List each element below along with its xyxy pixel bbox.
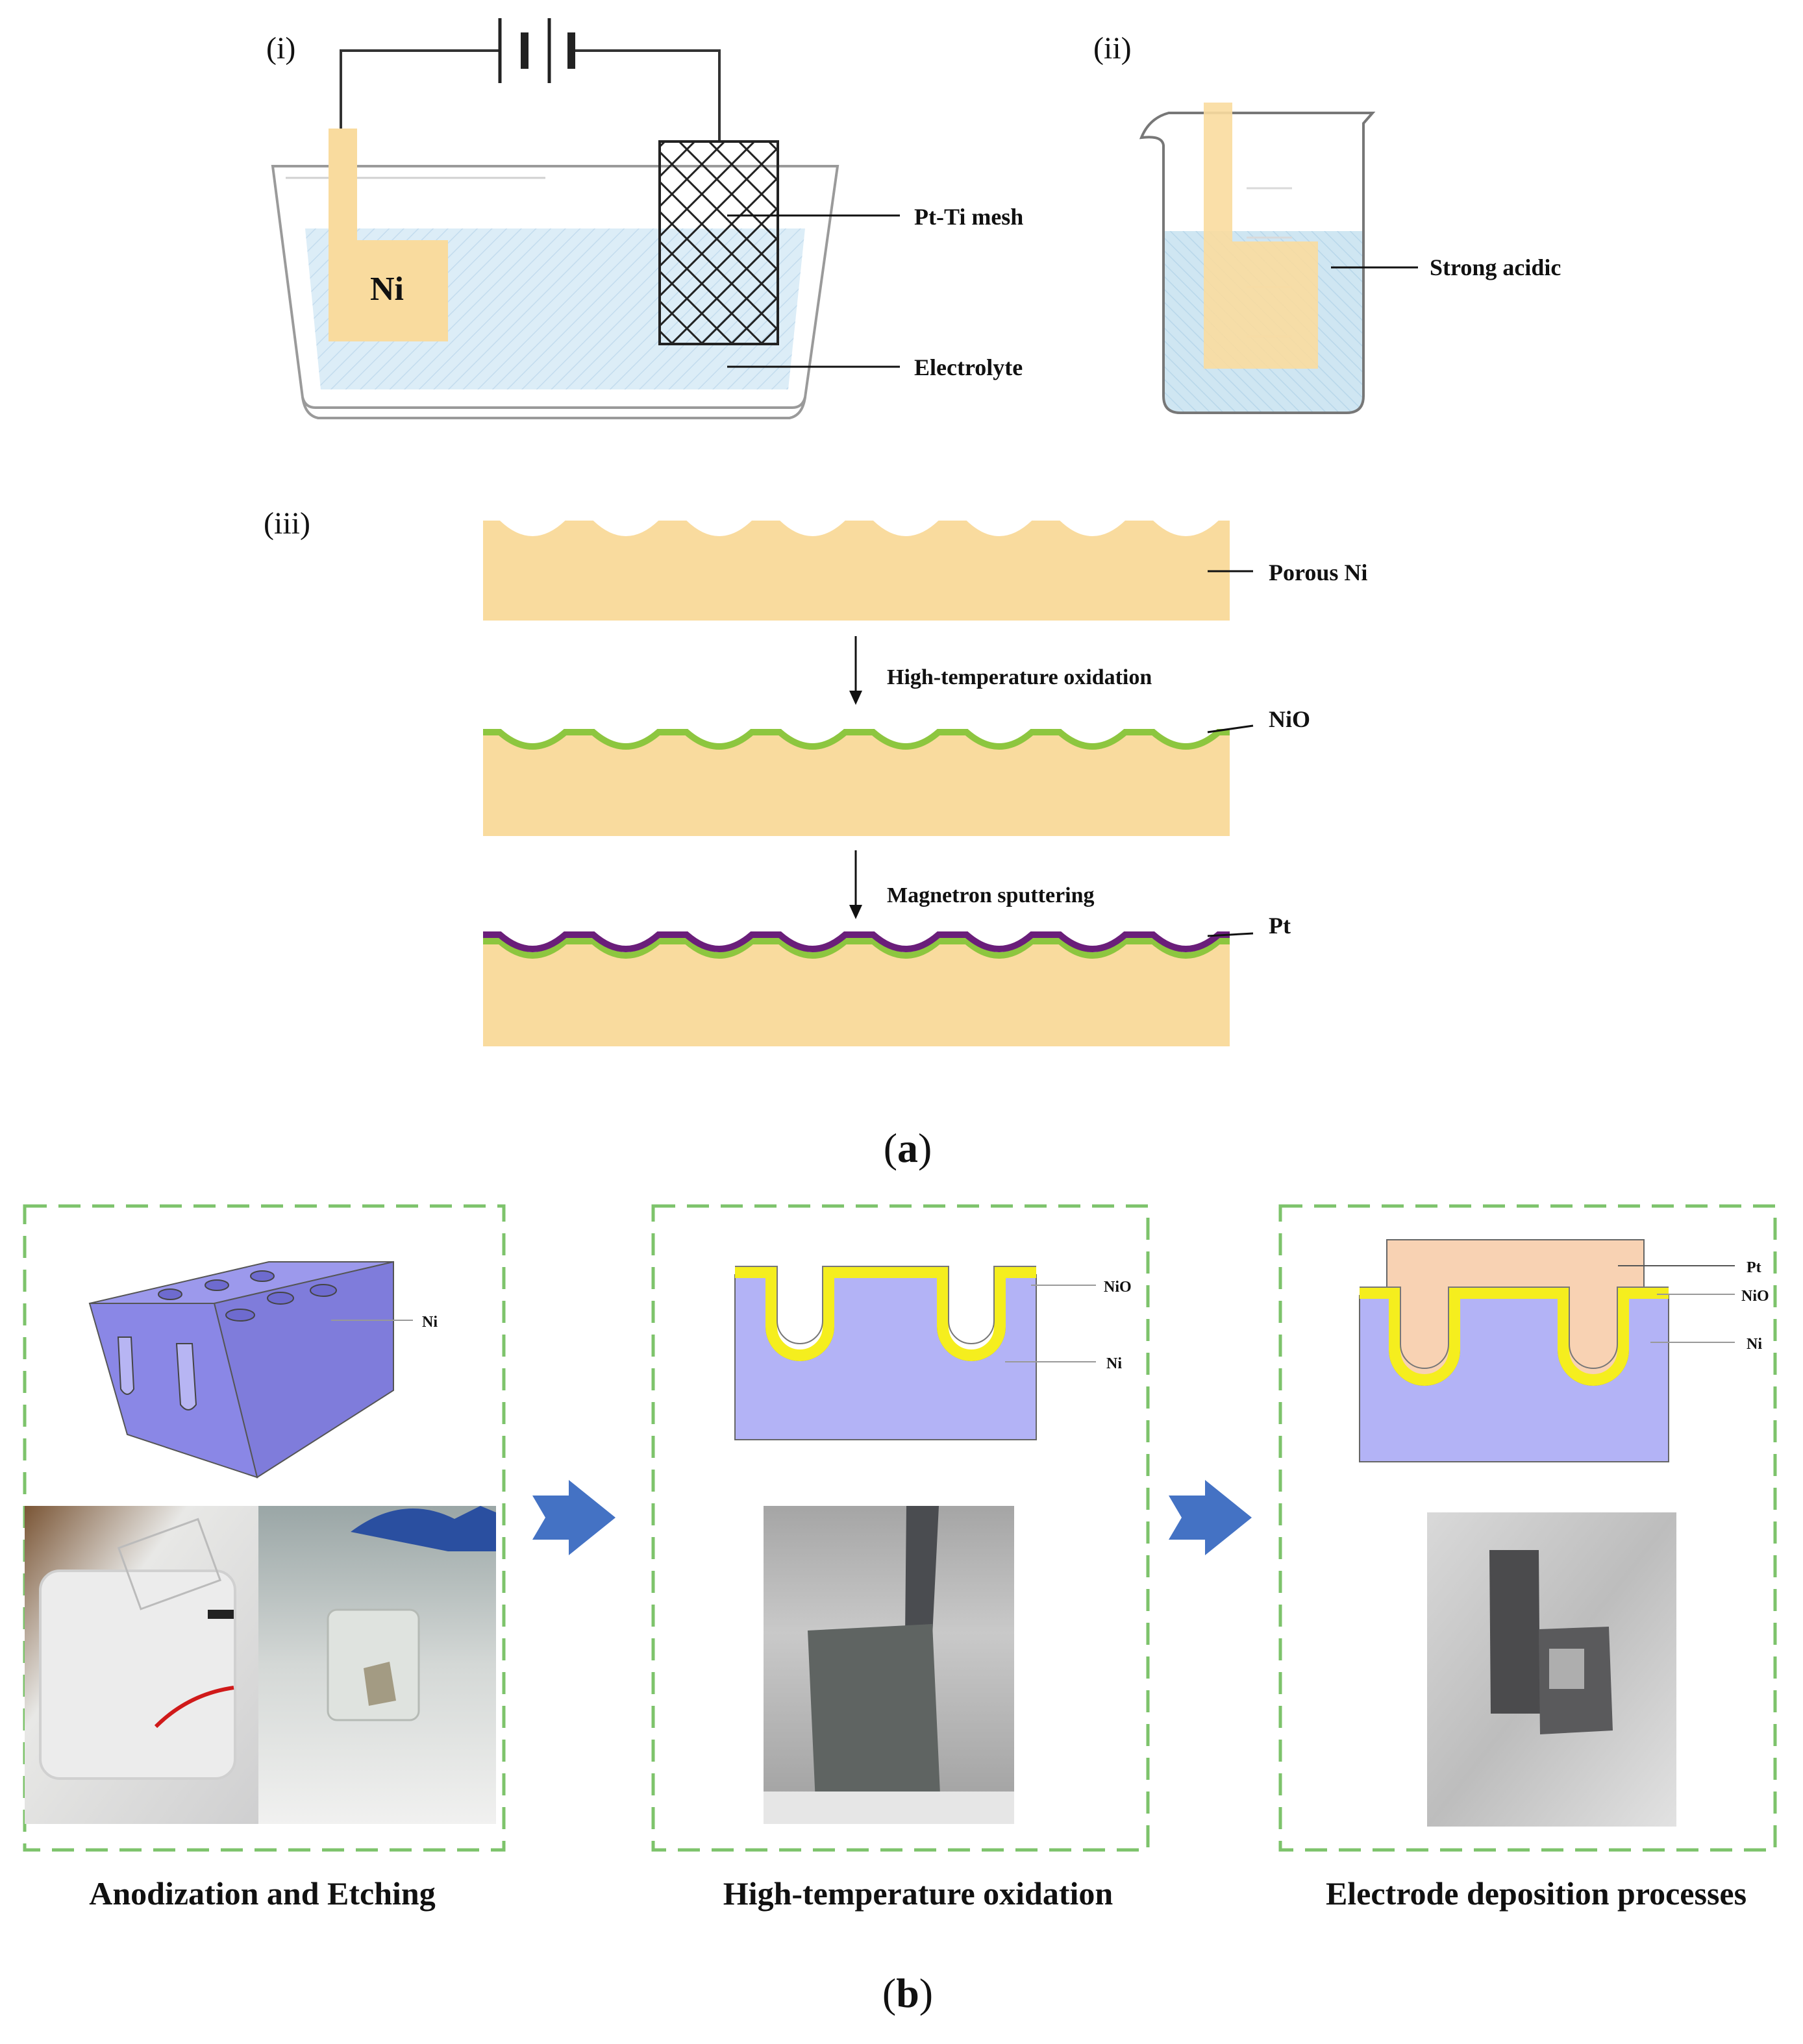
stage3-frame — [1278, 1204, 1777, 1852]
stage2-cross-section: NiO Ni — [734, 1266, 1132, 1440]
nio-leader — [1207, 724, 1254, 733]
stage3-nio-label: NiO — [1741, 1288, 1769, 1305]
stage2-ni-substrate — [734, 1274, 1037, 1440]
caption-b: (b) — [882, 1970, 933, 2016]
pt-ti-mesh — [658, 140, 779, 345]
stage3-nio-coating — [1360, 1287, 1669, 1386]
nio-layer-under-pt — [483, 938, 1230, 959]
step-sputtering-label: Magnetron sputtering — [887, 883, 1095, 907]
stage3-cross-section: Pt NiO Ni — [1359, 1239, 1769, 1462]
panel-a-i-electrolytic-cell: (i) Ni Pt-Ti mesh Electrolyte — [266, 18, 1023, 419]
stage2-nio-coating — [735, 1266, 1036, 1361]
ni-electrode — [329, 129, 448, 341]
stage2-nio-edge — [735, 1266, 1036, 1344]
stage3-photo-deposited-electrode — [1427, 1512, 1676, 1827]
stage-arrow-2 — [1169, 1480, 1252, 1555]
beaker-outline — [1139, 112, 1376, 414]
stage2-frame — [651, 1204, 1150, 1852]
pt-label: Pt — [1269, 913, 1291, 939]
sub-label-i: (i) — [266, 31, 295, 66]
nio-label: NiO — [1269, 706, 1310, 732]
panel-a-iii-process-flow: (iii) Porous Ni High-temperature oxidati… — [264, 506, 1367, 1046]
porous-ni-label: Porous Ni — [1269, 560, 1367, 585]
mesh-label: Pt-Ti mesh — [914, 204, 1023, 230]
stage1-3d-block: Ni — [88, 1261, 438, 1479]
stage2-title: High-temperature oxidation — [723, 1875, 1113, 1912]
pt-layer — [483, 931, 1230, 952]
circuit-wire — [340, 49, 721, 143]
pore-channel-1 — [117, 1336, 135, 1395]
acid-label: Strong acidic — [1430, 254, 1561, 280]
stage2-ni-label: Ni — [1106, 1355, 1122, 1372]
stage1-photo-etching — [258, 1506, 496, 1824]
ni-electrode-label: Ni — [370, 271, 404, 308]
ni-substrate-2 — [483, 732, 1230, 836]
pore-channel-2 — [175, 1343, 197, 1410]
panel-a-ii-beaker: (ii) Strong acidic — [1093, 31, 1561, 414]
sub-label-iii: (iii) — [264, 506, 310, 541]
stage2-photo-oxidized-sample — [764, 1506, 1014, 1824]
stage3-nio-edge — [1360, 1287, 1669, 1369]
electrolyte-label: Electrolyte — [914, 354, 1023, 380]
nio-layer — [483, 729, 1230, 750]
stage1-photo-anodization — [25, 1506, 258, 1824]
caption-a: (a) — [884, 1125, 932, 1171]
sub-label-ii: (ii) — [1093, 31, 1132, 66]
stage3-ni-label: Ni — [1747, 1336, 1762, 1353]
ni-substrate-3 — [483, 940, 1230, 1046]
step-arrow-oxidation — [849, 636, 862, 705]
pore-holes — [158, 1270, 337, 1322]
porous-ni-layer — [483, 521, 1230, 621]
stage2-nio-label: NiO — [1104, 1279, 1132, 1296]
stage3-title: Electrode deposition processes — [1326, 1875, 1747, 1912]
step-arrow-sputtering — [849, 850, 862, 919]
pt-leader — [1207, 932, 1254, 937]
stage-arrow-1 — [532, 1480, 616, 1555]
ni-sample-in-acid — [1204, 103, 1318, 369]
container-base — [301, 397, 806, 419]
stage1-title: Anodization and Etching — [89, 1875, 435, 1912]
step-oxidation-label: High-temperature oxidation — [887, 665, 1152, 689]
battery-icon — [498, 18, 575, 83]
stage3-pt-label: Pt — [1747, 1259, 1761, 1276]
stage1-ni-label: Ni — [422, 1314, 438, 1331]
